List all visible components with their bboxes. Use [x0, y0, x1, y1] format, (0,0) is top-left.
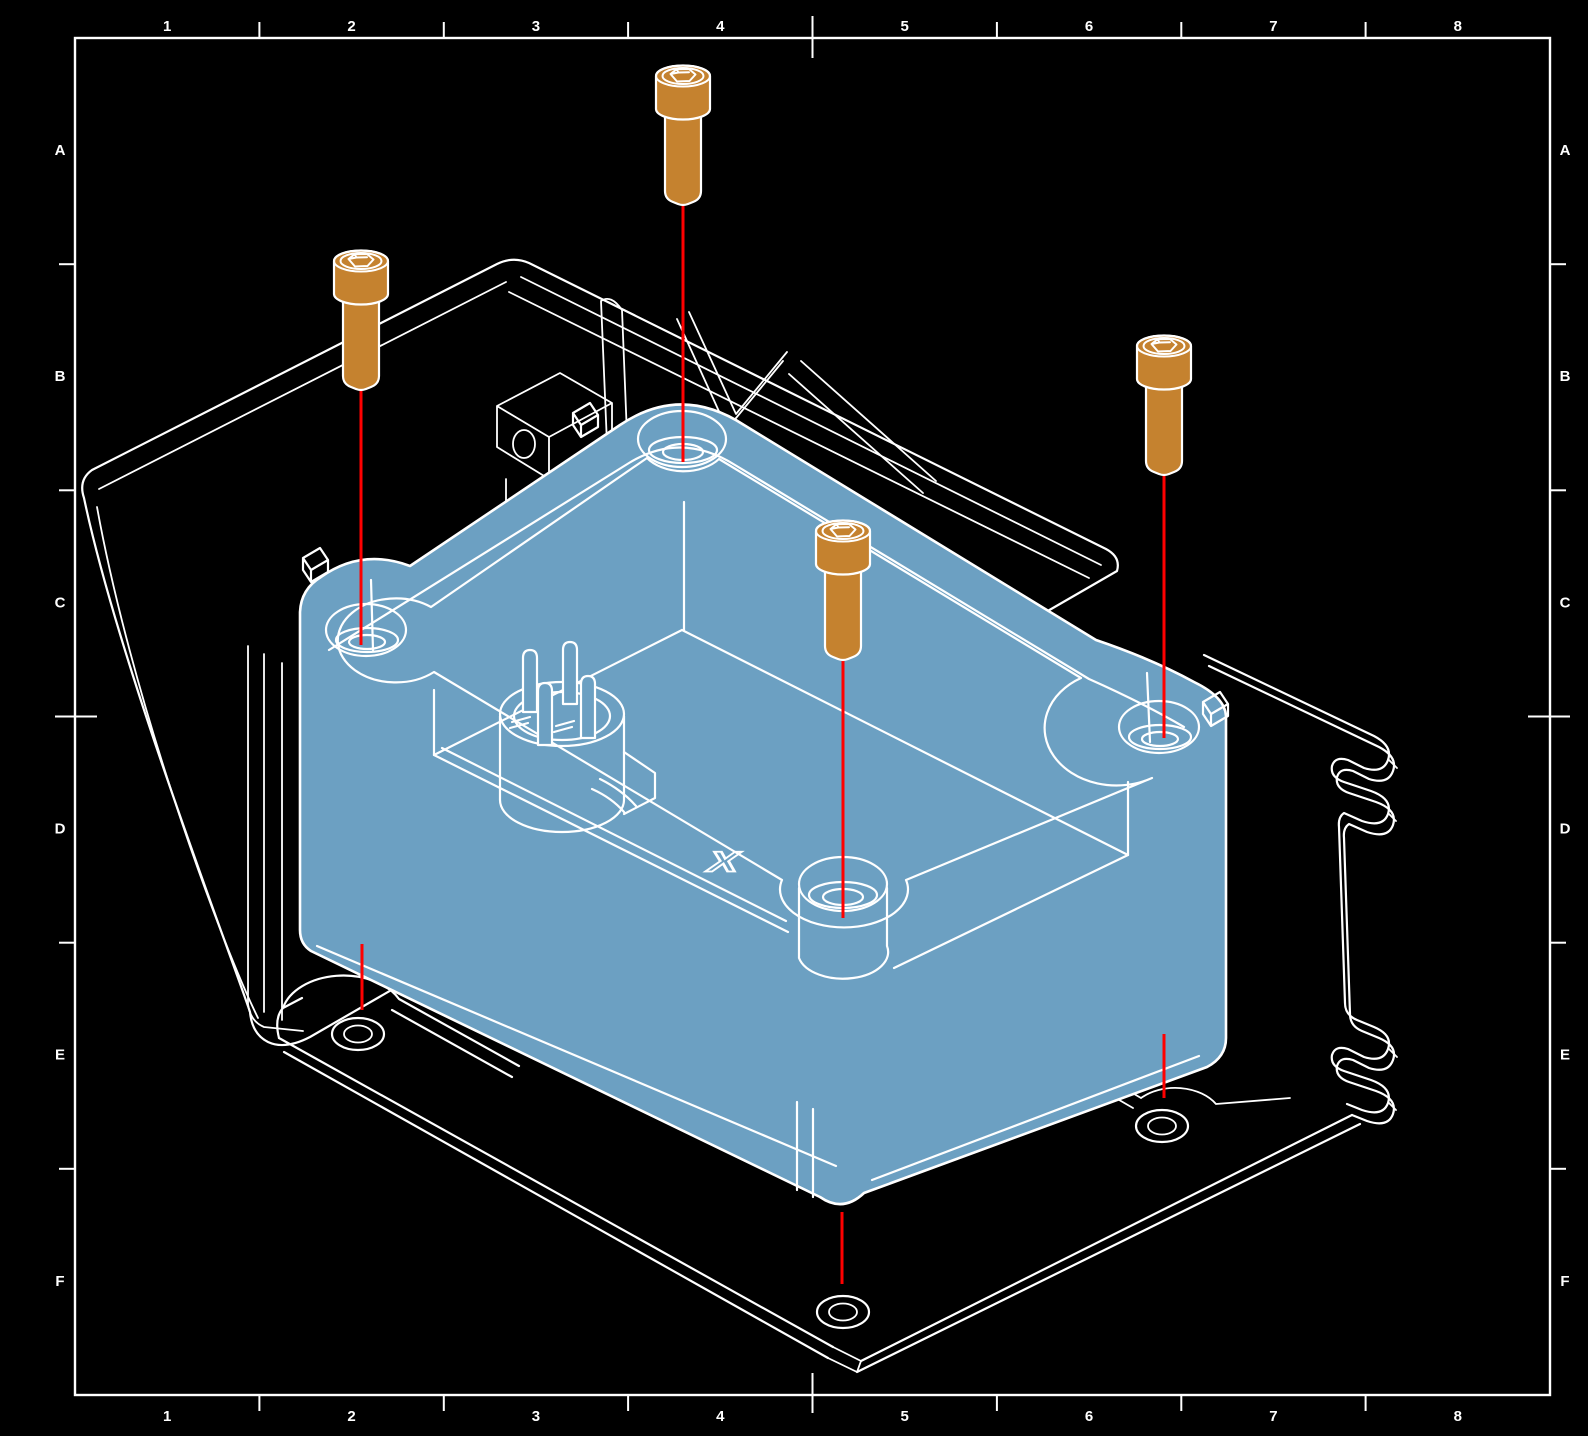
screw-centerlines — [359, 206, 1166, 1284]
zone-label-row-A-left: A — [55, 142, 66, 159]
zone-ticks-top — [258, 16, 1367, 58]
cover-inner-edge-topright — [508, 276, 1102, 579]
zone-label-col-8-top: 8 — [1454, 18, 1462, 35]
zone-label-col-5-bottom: 5 — [901, 1408, 909, 1425]
zone-label-col-5-top: 5 — [901, 18, 909, 35]
cover-inner-edge-left — [96, 506, 259, 1019]
zone-label-col-6-bottom: 6 — [1085, 1408, 1093, 1425]
plate-hole-left — [330, 1016, 386, 1052]
zone-label-row-D-left: D — [55, 821, 66, 838]
base-interior-corner-edges — [432, 500, 1130, 857]
base-rim-clip-tabs — [301, 401, 1230, 728]
plate-hole-bottom — [815, 1294, 871, 1330]
zone-label-col-3-top: 3 — [532, 18, 540, 35]
base-boss-hole-right — [1117, 699, 1201, 755]
zone-label-row-D-right: D — [1560, 821, 1571, 838]
plate-front-left-edge — [277, 1036, 835, 1360]
zone-label-col-1-top: 1 — [163, 18, 171, 35]
plate-din-hooks — [1207, 664, 1396, 1125]
cover-outline — [81, 258, 1119, 1047]
zone-label-row-E-left: E — [55, 1047, 65, 1064]
plate-bottom-corner — [827, 1346, 862, 1373]
screw-left — [332, 249, 390, 392]
sheet-frame: 1 2 3 4 5 6 7 8 1 2 3 4 5 6 7 8 A B C D E F A B C D E F — [55, 16, 1571, 1425]
connector-blade — [521, 648, 539, 714]
zone-label-col-1-bottom: 1 — [163, 1408, 171, 1425]
zone-ticks-right — [1528, 263, 1570, 1170]
plate-hole-right — [1134, 1108, 1190, 1144]
screw-back — [654, 64, 712, 207]
connector-gusset — [590, 750, 657, 816]
zone-labels-left: A B C D E F — [55, 142, 66, 1290]
base-rim-outer-band — [327, 446, 1186, 729]
zone-label-col-4-bottom: 4 — [716, 1408, 725, 1425]
plate-din-hooks-thickness — [1202, 653, 1391, 1114]
connector-blade — [561, 640, 579, 706]
zone-ticks-left — [55, 263, 97, 1170]
enclosure-cover-wireframe — [81, 258, 1119, 1047]
zone-labels-right: A B C D E F — [1560, 142, 1571, 1290]
base-interior-connector — [498, 640, 657, 834]
zone-label-row-F-left: F — [55, 1273, 64, 1290]
plate-hook-facets — [1388, 759, 1398, 1111]
zone-label-row-C-left: C — [55, 594, 66, 611]
base-corner-edges — [369, 578, 1152, 744]
connector-blade — [536, 681, 554, 747]
cover-clip-hole — [512, 429, 536, 459]
zone-label-row-B-right: B — [1560, 368, 1571, 385]
zone-label-row-A-right: A — [1560, 142, 1571, 159]
plate-front-right-edge — [855, 1113, 1362, 1374]
zone-labels-top: 1 2 3 4 5 6 7 8 — [163, 18, 1462, 35]
enclosure-base: X — [298, 401, 1230, 1206]
zone-label-col-4-top: 4 — [716, 18, 725, 35]
zone-label-col-7-bottom: 7 — [1269, 1408, 1277, 1425]
zone-label-col-6-top: 6 — [1085, 18, 1093, 35]
zone-label-col-7-top: 7 — [1269, 18, 1277, 35]
base-bottom-band — [315, 944, 1201, 1199]
base-boss-hole-left — [324, 602, 408, 658]
cover-ribs — [788, 360, 937, 494]
zone-label-row-E-right: E — [1560, 1047, 1570, 1064]
zone-label-row-B-left: B — [55, 368, 66, 385]
zone-labels-bottom: 1 2 3 4 5 6 7 8 — [163, 1408, 1462, 1425]
zone-ticks-bottom — [258, 1373, 1367, 1413]
zone-label-row-C-right: C — [1560, 594, 1571, 611]
screw-front — [814, 519, 872, 662]
cover-inner-edge-topleft — [98, 281, 507, 490]
zone-label-col-2-top: 2 — [347, 18, 355, 35]
zone-label-col-3-bottom: 3 — [532, 1408, 540, 1425]
connector-blade — [579, 674, 597, 740]
screw-right — [1135, 334, 1193, 477]
zone-label-col-2-bottom: 2 — [347, 1408, 355, 1425]
zone-label-col-8-bottom: 8 — [1454, 1408, 1462, 1425]
cover-side-skirt — [247, 645, 304, 1032]
zone-label-row-F-right: F — [1560, 1273, 1569, 1290]
connector-terminal-slots — [508, 715, 576, 734]
